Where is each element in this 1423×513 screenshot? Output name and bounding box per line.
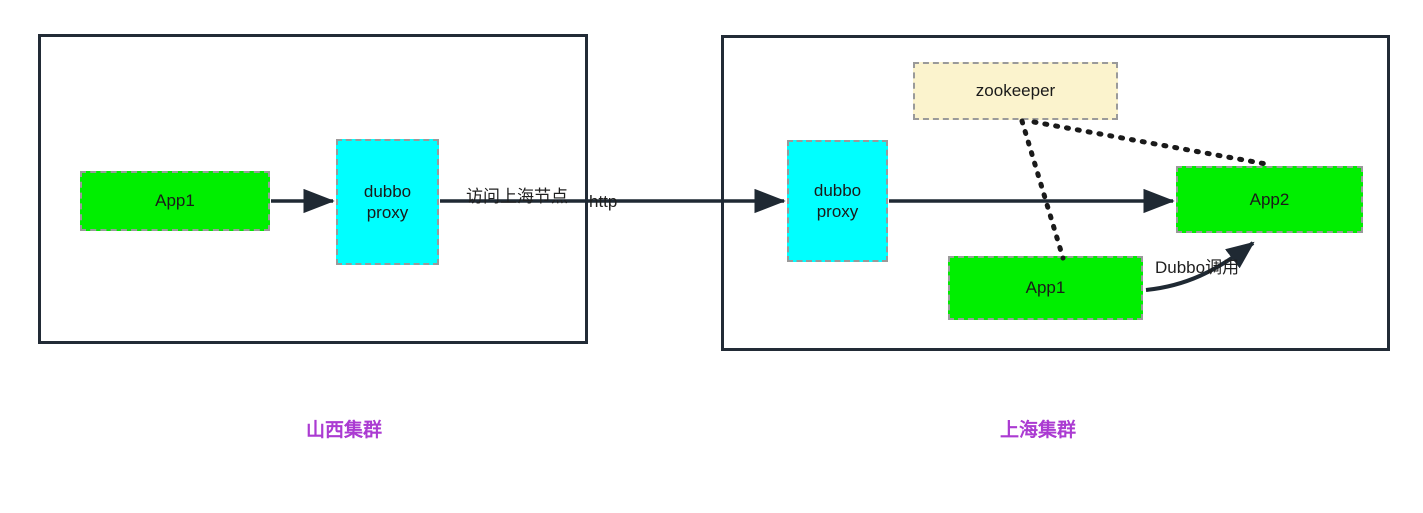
node-shanghai-app1[interactable]: App1 xyxy=(948,256,1143,320)
node-shanghai-zookeeper[interactable]: zookeeper xyxy=(913,62,1118,120)
edge-label-access-shanghai-node: 访问上海节点 xyxy=(466,187,568,206)
cluster-box-shanxi xyxy=(38,34,588,344)
node-shanxi-dubbo-proxy[interactable]: dubbo proxy xyxy=(336,139,439,265)
edge-label-dubbo-call: Dubbo调用 xyxy=(1155,258,1240,277)
cluster-caption-shanghai: 上海集群 xyxy=(1000,420,1077,441)
node-shanghai-dubbo-proxy[interactable]: dubbo proxy xyxy=(787,140,888,262)
edge-label-http: http xyxy=(589,192,618,211)
node-shanxi-app1[interactable]: App1 xyxy=(80,171,270,231)
cluster-box-shanghai xyxy=(721,35,1390,351)
cluster-caption-shanxi: 山西集群 xyxy=(306,420,383,441)
node-shanghai-app2[interactable]: App2 xyxy=(1176,166,1363,233)
